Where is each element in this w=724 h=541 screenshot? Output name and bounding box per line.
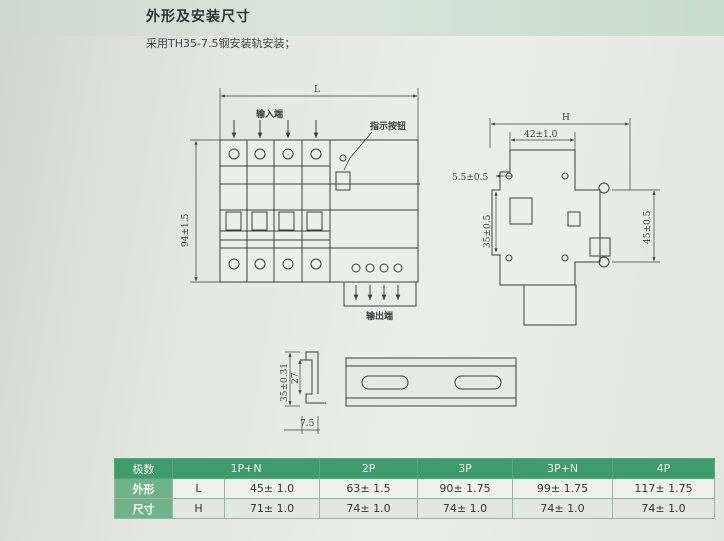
header-3p: 3P — [417, 458, 514, 479]
header-3pn: 3P+N — [512, 458, 614, 479]
table-cell: 71± 1.0 — [223, 498, 321, 519]
technical-drawing: L 输入端 指示按钮 输出端 94±1.5 H 42±1.0 5.5±0.5 3… — [181, 85, 660, 434]
input-terminal-label: 输入端 — [256, 108, 283, 120]
rail-profile — [284, 351, 326, 434]
header-4p: 4P — [612, 458, 716, 479]
rail-thickness-label: 7.5 — [300, 419, 315, 429]
table-cell: 90± 1.75 — [417, 478, 514, 499]
front-view — [190, 88, 420, 307]
dim-side-left: 5.5±0.5 — [452, 173, 488, 183]
rail-top-view — [345, 357, 517, 407]
rail-height-label: 35±0.31 — [280, 363, 290, 402]
table-cell: 45± 1.0 — [223, 478, 321, 499]
dim-side-top: 42±1.0 — [524, 130, 558, 140]
table-row: 尺寸 H 71± 1.0 74± 1.0 74± 1.0 74± 1.0 74±… — [114, 498, 716, 519]
table-row: 外形 L 45± 1.0 63± 1.5 90± 1.75 99± 1.75 1… — [114, 478, 716, 499]
group-label-top: 外形 — [114, 478, 173, 499]
dim-side-center: 35±0.5 — [483, 214, 493, 248]
dim-H-label: H — [562, 113, 570, 123]
header-2p: 2P — [319, 458, 419, 479]
dim-front-height: 94±1.5 — [181, 213, 191, 247]
table-cell: 117± 1.75 — [612, 478, 716, 499]
table-cell: 74± 1.0 — [512, 498, 614, 519]
table-cell: 74± 1.0 — [612, 498, 716, 519]
group-label-bottom: 尺寸 — [114, 498, 173, 519]
section-title: 外形及安装尺寸 — [146, 9, 251, 25]
rail-inner-label: 27 — [291, 372, 301, 384]
rail-mounting-note: 采用TH35-7.5钢安装轨安装； — [146, 37, 296, 50]
dim-label-H: H — [172, 498, 225, 519]
table-cell: 74± 1.0 — [319, 498, 419, 519]
table-header-row: 极数 1P+N 2P 3P 3P+N 4P — [114, 458, 716, 479]
side-view — [489, 118, 660, 326]
table-cell: 99± 1.75 — [512, 478, 614, 499]
table-cell: 74± 1.0 — [417, 498, 514, 519]
table-cell: 63± 1.5 — [319, 478, 419, 499]
header-1pn: 1P+N — [171, 458, 321, 479]
output-terminal-label: 输出端 — [366, 310, 393, 322]
dim-side-right: 45±0.5 — [643, 210, 653, 244]
indicator-button-label: 指示按钮 — [370, 120, 406, 132]
dim-L-label: L — [314, 85, 320, 95]
header-pole-count: 极数 — [114, 458, 173, 479]
header-band — [0, 0, 724, 36]
spec-table: 极数 1P+N 2P 3P 3P+N 4P 外形 L 45± 1.0 63± 1… — [114, 458, 716, 519]
dim-label-L: L — [172, 478, 225, 499]
